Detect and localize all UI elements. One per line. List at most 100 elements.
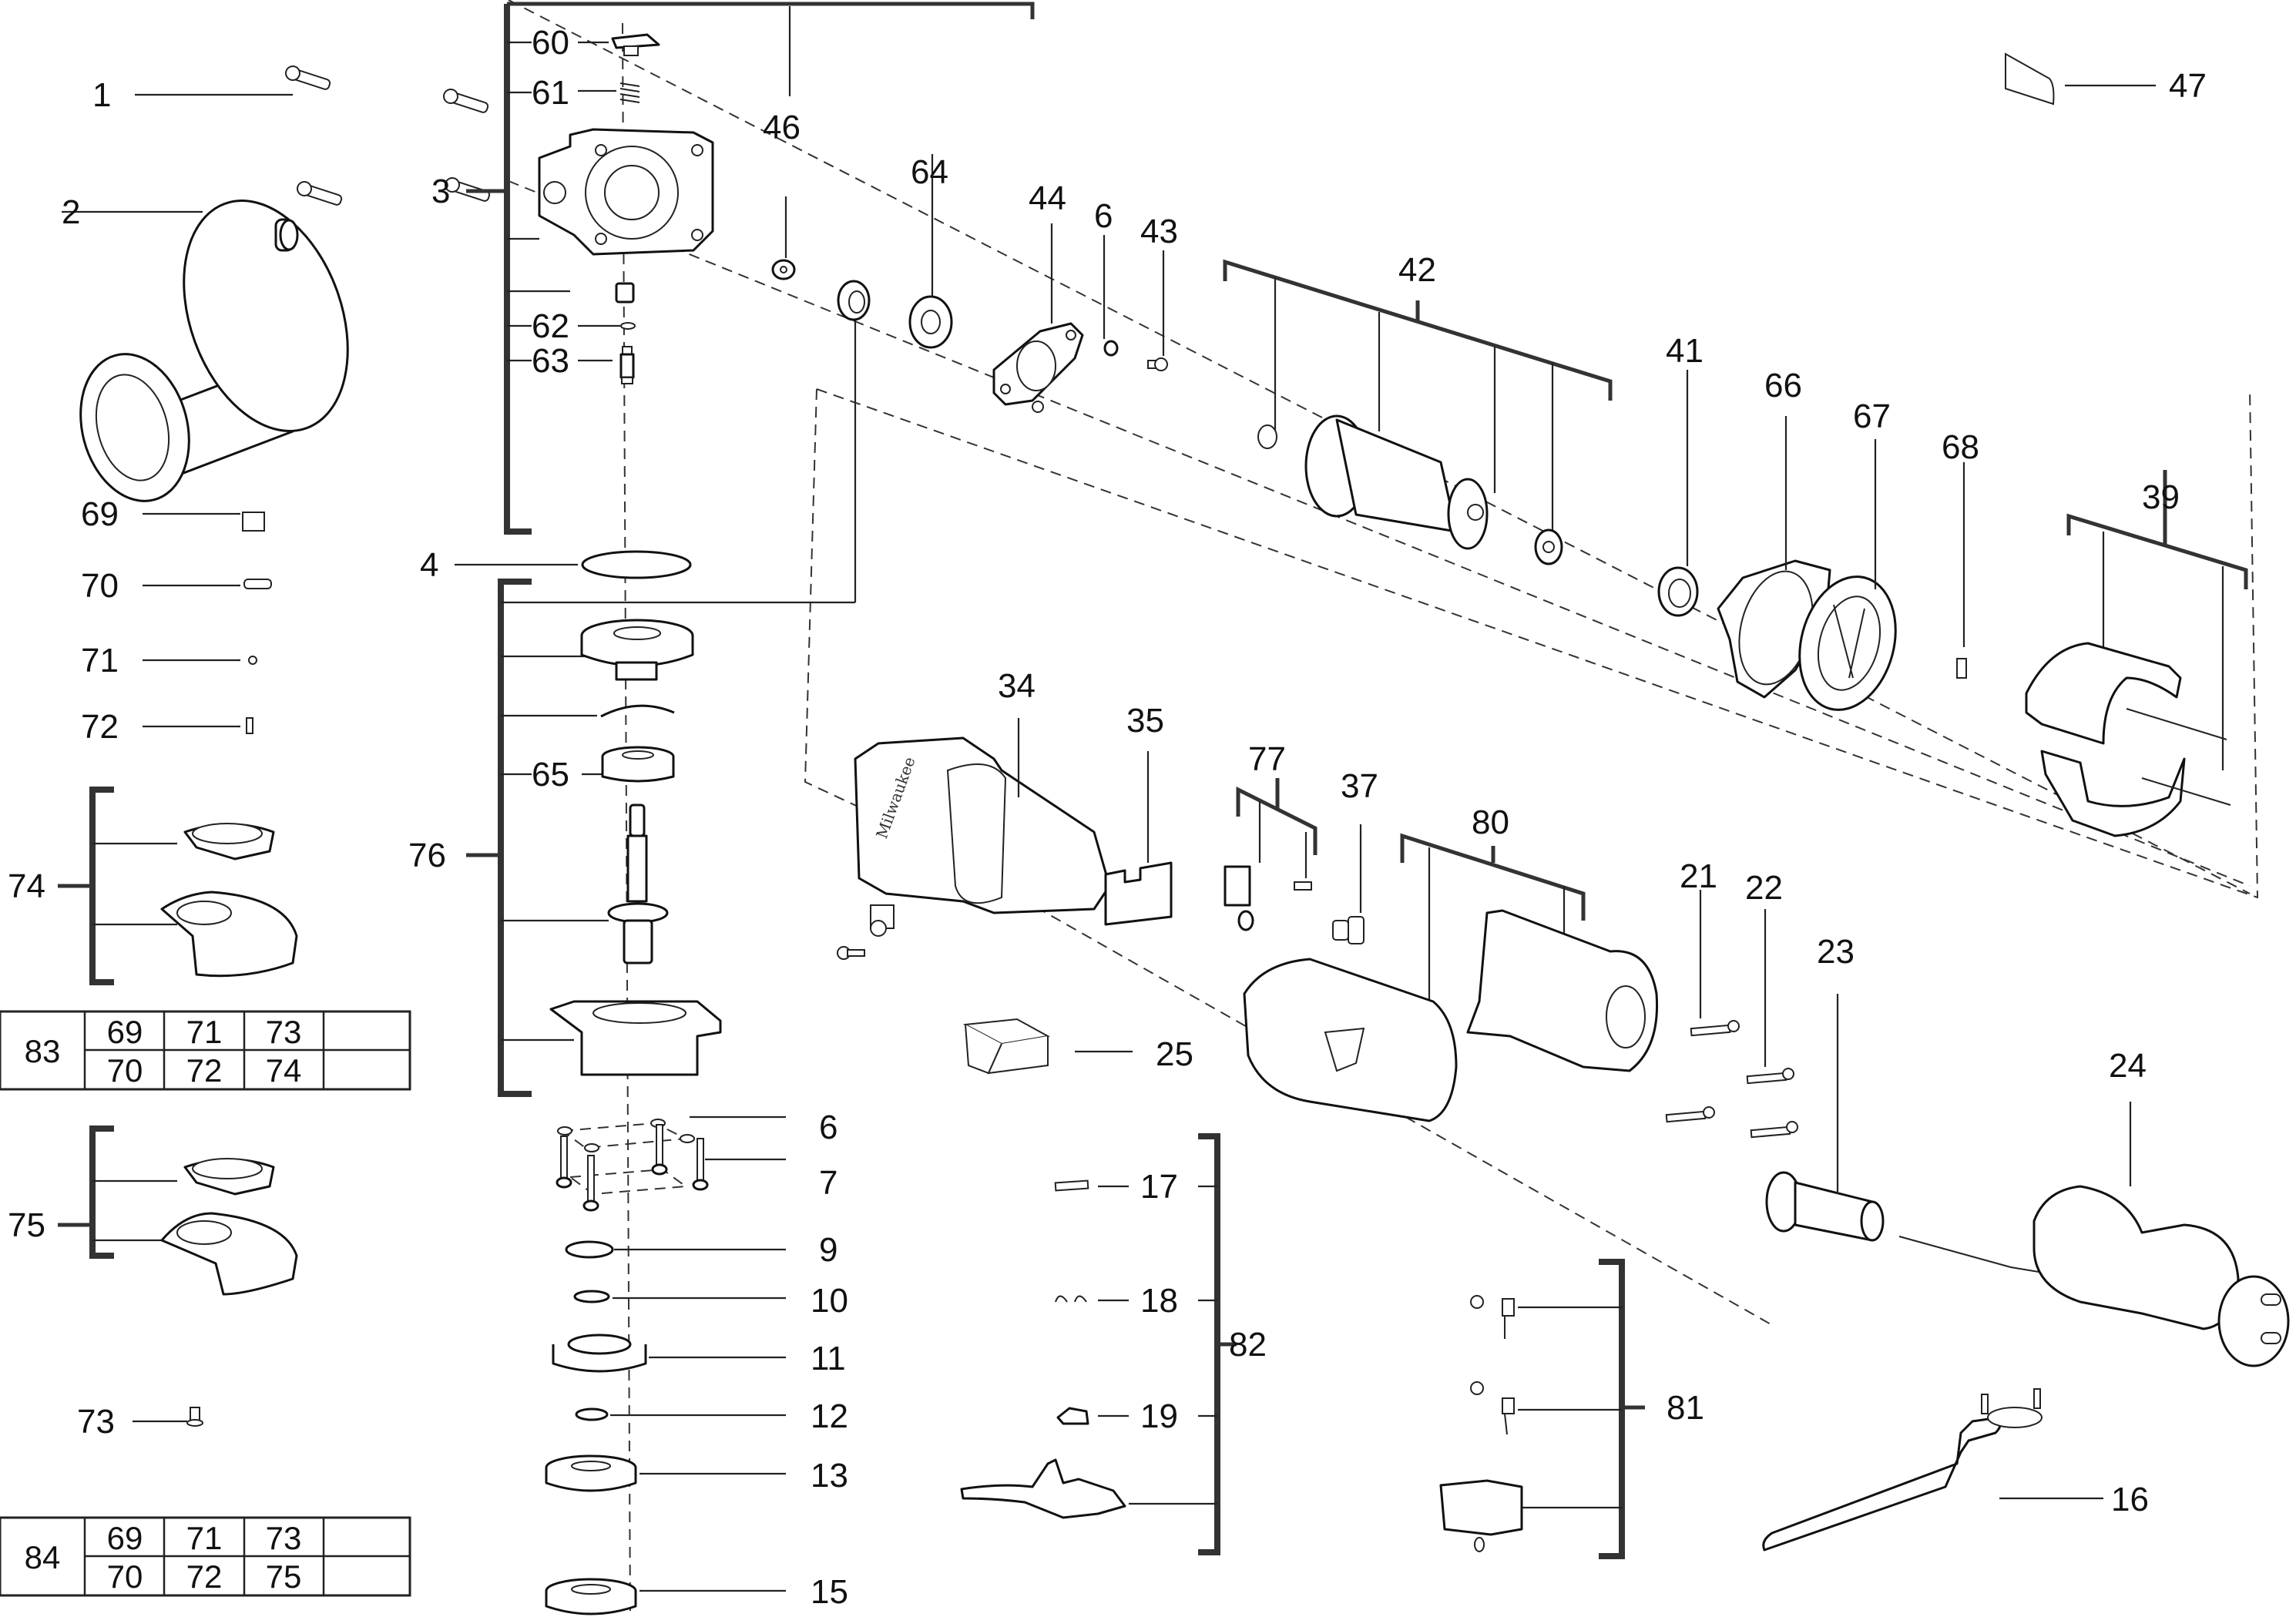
callout-47: 47	[2169, 67, 2207, 105]
callout-7: 7	[819, 1164, 838, 1202]
part-71-ball[interactable]	[248, 656, 257, 665]
part-paddle-lever[interactable]	[960, 1458, 1126, 1519]
kit-84-cell: 70	[107, 1558, 143, 1595]
callout-71: 71	[81, 642, 119, 679]
part-6-washer[interactable]	[1103, 340, 1119, 357]
part-19-clip[interactable]	[1056, 1407, 1089, 1425]
part-6-7-bolts[interactable]	[556, 1119, 709, 1212]
part-sleeve[interactable]	[615, 282, 635, 304]
callout-63: 63	[532, 342, 569, 380]
part-75-guard[interactable]	[160, 1158, 298, 1296]
part-77-brush-holder[interactable]	[1224, 865, 1312, 931]
part-66-baffle[interactable]	[1717, 559, 1831, 699]
part-42-armature[interactable]	[1257, 414, 1563, 565]
part-23-cord-protector[interactable]	[1765, 1171, 1885, 1242]
part-22-screw-b[interactable]	[1750, 1121, 1798, 1139]
bracket-group-74	[58, 787, 177, 985]
part-34-motor-housing[interactable]: Milwaukee	[837, 736, 1111, 960]
part-80-handle-right[interactable]	[1466, 909, 1659, 1072]
kit-table-84: 84 69 71 73 70 72 75	[0, 1516, 411, 1597]
callout-34: 34	[998, 667, 1036, 705]
callout-15: 15	[811, 1573, 848, 1611]
part-43-screw[interactable]	[1147, 357, 1168, 371]
part-65-bearing[interactable]	[601, 746, 675, 783]
part-60-lock-button[interactable]	[611, 33, 660, 56]
part-62-washer[interactable]	[620, 322, 636, 330]
kit-84-cell: 73	[266, 1520, 302, 1556]
part-18-spring[interactable]	[1055, 1295, 1087, 1303]
part-47-label[interactable]	[2005, 52, 2055, 106]
part-16-spanner[interactable]	[1762, 1388, 2043, 1552]
callout-75: 75	[8, 1206, 45, 1244]
callout-12: 12	[811, 1397, 848, 1435]
callout-37: 37	[1341, 767, 1378, 805]
part-64-bearing[interactable]	[908, 295, 953, 349]
kit-83-cell: 70	[107, 1052, 143, 1089]
part-37-plug[interactable]	[1332, 916, 1365, 944]
part-10-wave-washer[interactable]	[573, 1290, 610, 1303]
callout-66: 66	[1764, 367, 1802, 404]
part-13-outer-flange[interactable]	[545, 1454, 637, 1492]
part-bearing-flange[interactable]	[580, 619, 694, 681]
part-25-box[interactable]	[962, 1018, 1051, 1075]
callout-1: 1	[92, 76, 111, 114]
part-72-spring[interactable]	[246, 717, 253, 734]
part-35-baffle-plate[interactable]	[1104, 861, 1173, 926]
callout-4: 4	[420, 546, 438, 584]
callout-6-flange: 6	[819, 1109, 838, 1146]
part-81-switch[interactable]	[1439, 1295, 1523, 1552]
kit-83-cell: 71	[186, 1014, 223, 1050]
part-1-screws[interactable]	[284, 65, 492, 207]
part-68-brush[interactable]	[1956, 658, 1967, 679]
callout-17: 17	[1140, 1168, 1178, 1206]
bracket-group-3	[466, 2, 1035, 535]
callout-46: 46	[763, 109, 801, 146]
callout-80: 80	[1472, 803, 1509, 841]
part-17-pin[interactable]	[1054, 1179, 1089, 1192]
callout-76: 76	[408, 837, 446, 874]
part-39-field[interactable]	[2025, 642, 2231, 837]
callout-42: 42	[1398, 251, 1436, 289]
kit-83-cell: 74	[266, 1052, 302, 1089]
bracket-group-81	[1518, 1259, 1645, 1559]
part-73-screw[interactable]	[186, 1407, 203, 1427]
callout-82: 82	[1229, 1326, 1267, 1364]
callout-11: 11	[811, 1340, 846, 1377]
part-61-spring[interactable]	[619, 82, 640, 103]
part-11-inner-flange[interactable]	[552, 1334, 647, 1373]
callout-16: 16	[2111, 1481, 2149, 1518]
part-80-handle-left[interactable]	[1243, 958, 1458, 1122]
part-2-side-handle[interactable]	[65, 178, 378, 513]
part-4-o-ring[interactable]	[581, 550, 692, 579]
callout-69: 69	[81, 495, 119, 533]
part-41-bearing[interactable]	[1657, 566, 1699, 617]
callout-19: 19	[1140, 1397, 1178, 1435]
part-21-screw[interactable]	[1690, 1020, 1740, 1037]
part-bushing[interactable]	[837, 280, 871, 321]
part-retaining-ring[interactable]	[600, 704, 675, 718]
bracket-group-42	[1223, 259, 1613, 535]
part-24-power-cord[interactable]	[1898, 1185, 2290, 1367]
part-70-spring[interactable]	[243, 579, 272, 589]
part-74-guard[interactable]	[160, 823, 298, 978]
part-22-screw[interactable]	[1746, 1068, 1794, 1085]
part-9-o-ring[interactable]	[565, 1240, 614, 1259]
part-spindle[interactable]	[607, 803, 669, 964]
part-15-clamp-nut[interactable]	[545, 1578, 637, 1615]
part-12-ring[interactable]	[575, 1407, 609, 1421]
part-3-gear-housing[interactable]	[538, 128, 714, 256]
part-21-screw-b[interactable]	[1665, 1106, 1715, 1123]
part-67-brush-ring[interactable]	[1785, 565, 1909, 720]
part-spindle-housing[interactable]	[549, 1000, 722, 1076]
callout-44: 44	[1029, 179, 1066, 217]
callout-24: 24	[2109, 1047, 2147, 1085]
callout-25: 25	[1156, 1035, 1193, 1073]
bracket-group-76	[466, 316, 857, 1097]
callout-9: 9	[819, 1231, 838, 1269]
part-63-pin[interactable]	[619, 346, 635, 384]
kit-83-cell: 69	[107, 1014, 143, 1050]
kit-83-id: 83	[25, 1033, 61, 1069]
part-69-latch[interactable]	[242, 512, 265, 532]
part-44-bearing-plate[interactable]	[992, 322, 1084, 413]
part-46-nut[interactable]	[771, 259, 796, 280]
